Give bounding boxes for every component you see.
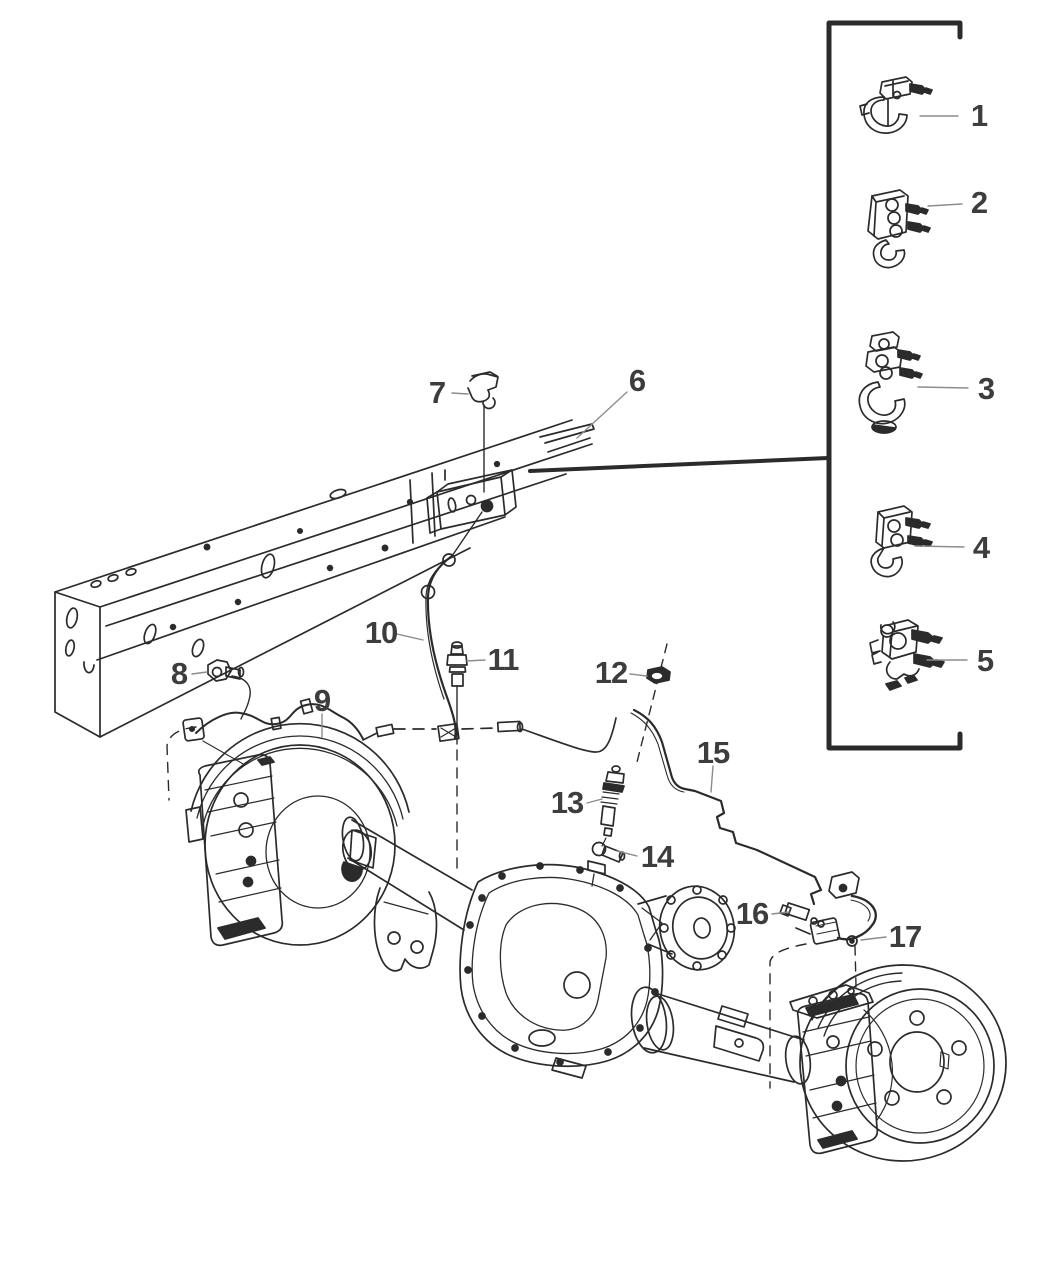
- retainer-clip: [468, 372, 498, 492]
- frame-rail: [55, 420, 594, 737]
- clip-location-line: [530, 458, 828, 471]
- part-5-clip-icon: [870, 620, 944, 690]
- panel-label-1: 1: [970, 98, 988, 133]
- callout-leader-lines: [192, 392, 886, 940]
- part-2-clip-icon: [868, 190, 930, 268]
- left-brake-line: [363, 718, 616, 752]
- hose-fitting: [588, 843, 625, 887]
- callout-12: 12: [594, 655, 628, 690]
- frame-bracket: [427, 470, 516, 556]
- callout-16: 16: [735, 896, 769, 931]
- callout-17: 17: [888, 919, 922, 954]
- callout-8: 8: [170, 656, 188, 691]
- panel-label-4: 4: [972, 530, 990, 565]
- junction-fitting: [447, 642, 467, 876]
- callout-14: 14: [640, 839, 674, 874]
- part-3-clip-icon: [859, 332, 922, 433]
- part-4-clip-icon: [871, 506, 932, 577]
- panel-label-3: 3: [977, 371, 995, 406]
- brake-hose: [422, 554, 456, 738]
- panel-leader-lines: [915, 116, 968, 660]
- panel-label-5: 5: [976, 643, 994, 678]
- panel-label-2: 2: [970, 185, 988, 220]
- left-brake-assembly: [167, 699, 409, 945]
- sensor-fitting: [601, 766, 624, 846]
- callout-15: 15: [696, 735, 730, 770]
- callout-10: 10: [364, 615, 398, 650]
- callout-13: 13: [550, 785, 584, 820]
- callout-7: 7: [428, 375, 446, 410]
- axle-assembly: [339, 816, 813, 1086]
- callout-6: 6: [628, 363, 646, 398]
- part-1-clip-icon: [860, 77, 932, 133]
- callout-11: 11: [487, 642, 520, 677]
- right-brake-line: [631, 710, 821, 904]
- right-brake-assembly: [790, 965, 1006, 1161]
- banjo-bolt: [208, 660, 250, 719]
- retaining-nut: [637, 644, 670, 762]
- callout-9: 9: [313, 683, 331, 718]
- parts-box-border: [829, 23, 960, 748]
